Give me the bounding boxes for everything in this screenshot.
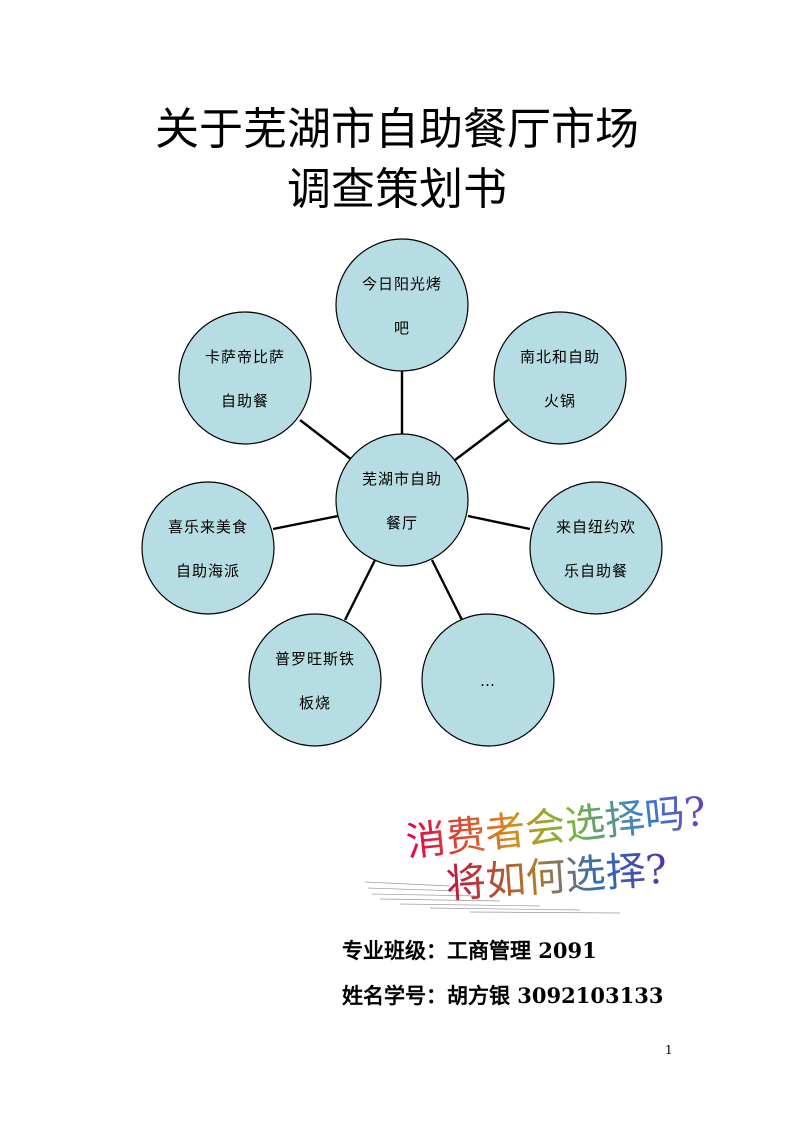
node-label: 自助餐 — [221, 392, 269, 410]
node-label: 今日阳光烤 — [362, 275, 442, 293]
node-label: … — [480, 672, 496, 690]
wordart-question: 消费者会选择吗? 将如何选择? — [360, 789, 720, 930]
edge-left — [272, 514, 339, 531]
edge-lower-left — [343, 559, 377, 621]
node-circle — [178, 311, 312, 445]
edge-upper-right — [454, 419, 509, 461]
document-title-line-1: 关于芜湖市自助餐厅市场 — [155, 104, 639, 155]
node-label: 卡萨帝比萨 — [205, 348, 285, 366]
node-label: 乐自助餐 — [564, 562, 628, 580]
node-circle — [141, 481, 275, 615]
node-label: 板烧 — [299, 694, 331, 712]
node-circle — [335, 433, 469, 567]
node-circle — [529, 481, 663, 615]
edge-right — [467, 514, 531, 531]
node-label: 火锅 — [544, 392, 576, 410]
page-number: 1 — [665, 1043, 673, 1057]
node-lower-right: … — [421, 613, 555, 747]
document-title-line-2: 调查策划书 — [287, 164, 507, 215]
restaurant-diagram: 芜湖市自助餐厅今日阳光烤吧卡萨帝比萨自助餐南北和自助火锅喜乐来美食自助海派来自纽… — [141, 238, 663, 747]
edge-lower-right — [430, 559, 464, 621]
node-label: 来自纽约欢 — [556, 518, 636, 536]
node-label: 普罗旺斯铁 — [275, 650, 355, 668]
node-label: 南北和自助 — [520, 348, 600, 366]
student-info: 姓名学号：胡方银 3092103133 — [342, 983, 664, 1008]
node-circle — [421, 613, 555, 747]
node-label: 餐厅 — [386, 514, 418, 532]
class-info: 专业班级：工商管理 2091 — [342, 938, 597, 963]
diagram-edges — [272, 370, 531, 621]
node-circle — [248, 613, 382, 747]
node-circle — [335, 238, 469, 372]
node-label: 吧 — [394, 319, 410, 337]
node-label: 自助海派 — [176, 562, 240, 580]
node-center: 芜湖市自助餐厅 — [335, 433, 469, 567]
node-label: 喜乐来美食 — [168, 518, 248, 536]
node-circle — [493, 311, 627, 445]
node-label: 芜湖市自助 — [362, 470, 442, 488]
wordart-shadow — [364, 881, 621, 914]
edge-upper-left — [299, 419, 353, 461]
